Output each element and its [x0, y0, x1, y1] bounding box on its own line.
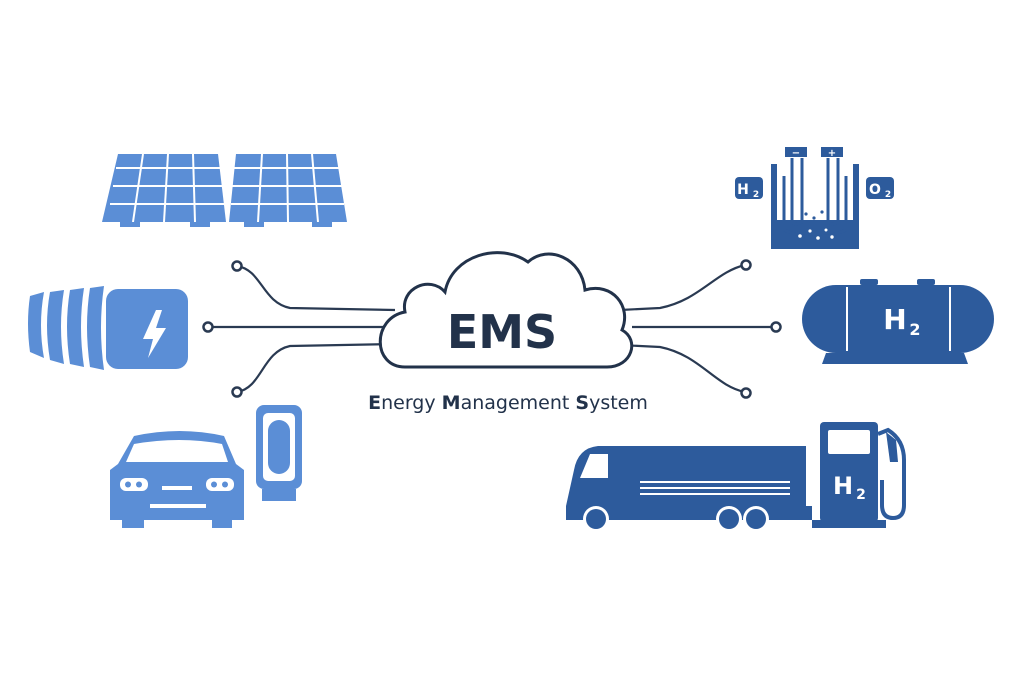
plus-terminal — [821, 147, 843, 157]
o2-badge-subscript: 2 — [885, 190, 891, 200]
truck-icon — [566, 446, 812, 532]
minus-terminal — [785, 147, 807, 157]
connector-right-bottom — [619, 343, 746, 394]
pump-h2-subscript: 2 — [856, 487, 866, 503]
pump-h2-label: H — [833, 472, 853, 500]
battery-icon — [28, 286, 188, 370]
solar-panel-right — [229, 153, 347, 227]
electric-car-icon — [110, 431, 244, 528]
connector-node-left-bottom — [231, 386, 243, 398]
h2-badge-label: H — [737, 182, 749, 198]
connector-node-right-mid — [770, 321, 782, 333]
electrolyzer-icon: − + H 2 O 2 — [735, 147, 894, 249]
charging-station-icon — [256, 405, 302, 501]
connector-left-top — [236, 264, 396, 312]
h2-badge-subscript: 2 — [753, 190, 759, 200]
ems-subtitle: Energy Management System — [368, 392, 648, 414]
connector-node-left-top — [231, 260, 243, 272]
cloud-icon: EMS — [378, 251, 634, 369]
minus-sign: − — [792, 148, 800, 159]
h2-badge — [735, 177, 763, 199]
connectors — [202, 259, 782, 399]
connector-node-left-mid — [202, 321, 214, 333]
lightning-bolt-icon — [143, 310, 166, 358]
connector-node-right-bottom — [740, 387, 752, 399]
connector-node-right-top — [740, 259, 752, 271]
solar-panel-left — [102, 153, 226, 227]
tank-h2-subscript: 2 — [909, 320, 920, 339]
solar-panels-icon — [102, 153, 347, 227]
plus-sign: + — [828, 148, 836, 159]
hydrogen-tank-icon: H 2 — [802, 279, 994, 364]
ems-title: EMS — [447, 305, 557, 359]
hydrogen-pump-icon: H 2 — [812, 422, 906, 528]
o2-badge-label: O — [869, 182, 881, 198]
connector-right-top — [619, 263, 746, 312]
tank-h2-label: H — [883, 303, 906, 336]
connector-left-bottom — [236, 342, 396, 394]
o2-badge — [866, 177, 894, 199]
